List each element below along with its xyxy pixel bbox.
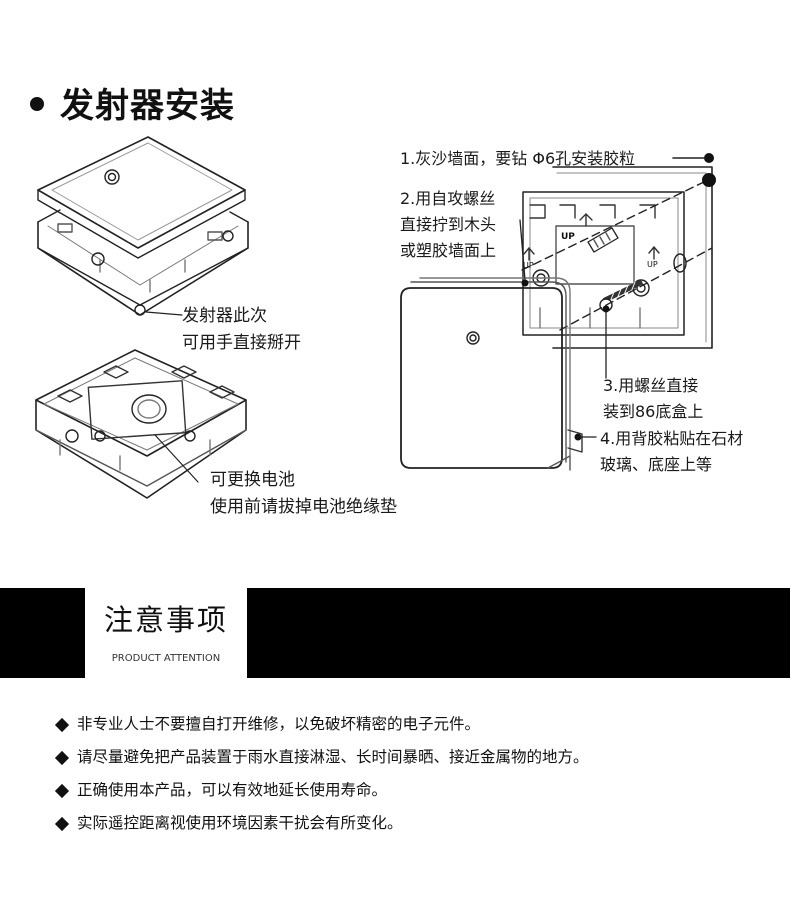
install-illustrations <box>35 136 716 499</box>
diamond-bullet-icon <box>54 750 70 765</box>
plate-up-center: UP <box>561 232 575 242</box>
battery-line-2: 使用前请拔掉电池绝缘垫 <box>210 497 397 517</box>
step2-line-1: 2.用自攻螺丝 <box>400 189 496 208</box>
list-item: 请尽量避免把产品装置于雨水直接淋湿、长时间暴晒、接近金属物的地方。 <box>54 741 589 774</box>
attention-list: 非专业人士不要擅自打开维修，以免破坏精密的电子元件。 请尽量避免把产品装置于雨水… <box>54 708 589 840</box>
plate-up-left: UP <box>523 261 534 270</box>
note-text: 正确使用本产品，可以有效地延长使用寿命。 <box>77 781 388 799</box>
open-case-label: 发射器此次 可用手直接掰开 <box>182 303 301 357</box>
step1-label: 1.灰沙墙面，要钻 Φ6孔安装胶粒 <box>400 149 636 168</box>
section-title: 发射器安装 <box>30 78 235 127</box>
battery-base-illustration <box>35 349 247 499</box>
bullet-dot <box>30 96 44 111</box>
step4-line-1: 4.用背胶粘贴在石材 <box>600 429 744 448</box>
open-case-illustration <box>37 136 249 316</box>
attention-title-box: 注意事项 PRODUCT ATTENTION <box>85 577 247 678</box>
step2-line-2: 直接拧到木头 <box>400 215 497 234</box>
note-text: 非专业人士不要擅自打开维修，以免破坏精密的电子元件。 <box>77 715 481 733</box>
diamond-bullet-icon <box>54 816 70 831</box>
step3-line-1: 3.用螺丝直接 <box>603 376 699 395</box>
diamond-bullet-icon <box>54 717 70 732</box>
battery-line-1: 可更换电池 <box>210 470 295 490</box>
attention-title: 注意事项 <box>103 603 228 637</box>
step4-label: 4.用背胶粘贴在石材 玻璃、底座上等 <box>600 426 743 478</box>
step3-line-2: 装到86底盒上 <box>603 402 704 421</box>
open-case-line-2: 可用手直接掰开 <box>182 333 301 353</box>
open-case-line-1: 发射器此次 <box>182 306 267 326</box>
install-title: 发射器安装 <box>60 86 235 126</box>
list-item: 实际遥控距离视使用环境因素干扰会有所变化。 <box>54 807 589 840</box>
list-item: 非专业人士不要擅自打开维修，以免破坏精密的电子元件。 <box>54 708 589 741</box>
attention-subtitle: PRODUCT ATTENTION <box>111 653 221 664</box>
diamond-bullet-icon <box>54 783 70 798</box>
step4-line-2: 玻璃、底座上等 <box>600 455 713 474</box>
step2-label: 2.用自攻螺丝 直接拧到木头 或塑胶墙面上 <box>400 186 496 264</box>
note-text: 请尽量避免把产品装置于雨水直接淋湿、长时间暴晒、接近金属物的地方。 <box>77 748 589 766</box>
battery-label: 可更换电池 使用前请拔掉电池绝缘垫 <box>210 467 397 521</box>
list-item: 正确使用本产品，可以有效地延长使用寿命。 <box>54 774 589 807</box>
plate-up-right: UP <box>647 260 658 269</box>
step3-label: 3.用螺丝直接 装到86底盒上 <box>603 373 703 425</box>
mounting-illustration <box>400 153 716 471</box>
step2-line-3: 或塑胶墙面上 <box>400 241 497 260</box>
note-text: 实际遥控距离视使用环境因素干扰会有所变化。 <box>77 814 403 832</box>
